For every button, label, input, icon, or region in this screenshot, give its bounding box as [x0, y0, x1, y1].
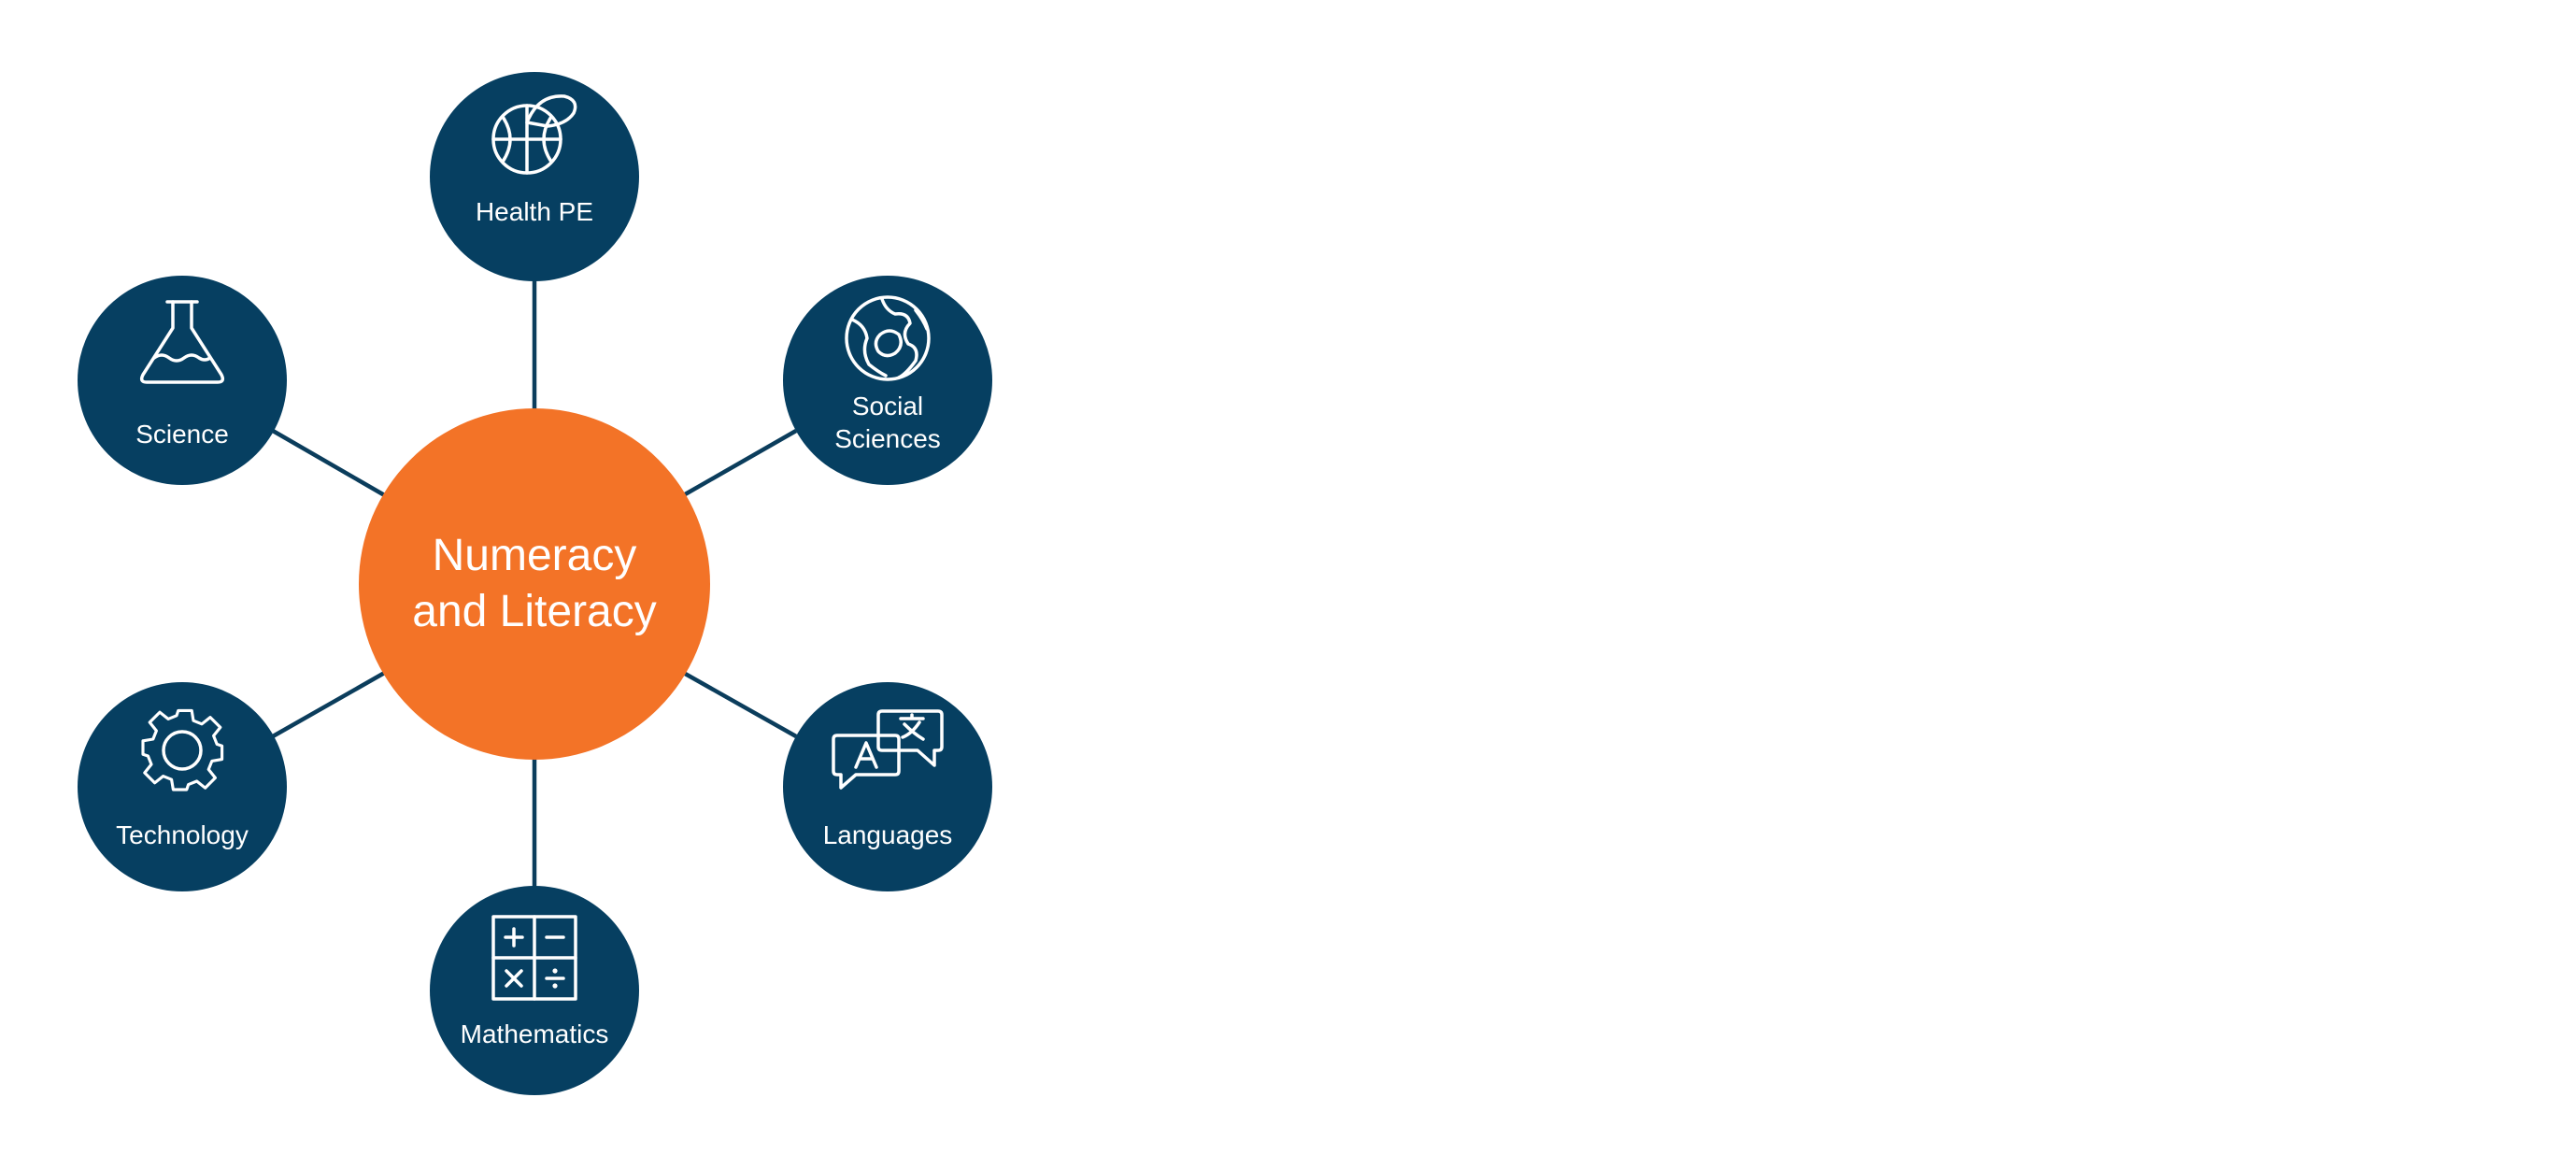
node-science: Science	[78, 276, 287, 485]
node-label: Technology	[116, 820, 249, 849]
translation-bubbles-icon	[832, 709, 944, 790]
hub-node: Numeracy and Literacy	[359, 408, 710, 760]
connector-social-sciences	[678, 429, 798, 499]
node-label-line-2: Sciences	[834, 424, 941, 453]
flask-icon	[139, 300, 225, 384]
node-label: Health PE	[476, 197, 593, 226]
node-technology: Technology	[78, 682, 287, 891]
node-label-line-1: Social	[852, 392, 923, 421]
hub-title-line-1: Numeracy	[433, 531, 637, 580]
node-label: Languages	[823, 820, 953, 849]
calculator-symbols-icon	[491, 915, 577, 1001]
node-languages: Languages	[783, 682, 992, 891]
connector-technology	[271, 669, 390, 738]
connector-science	[271, 429, 390, 499]
node-circle	[783, 682, 992, 891]
node-label: Mathematics	[461, 1019, 609, 1048]
node-circle	[430, 72, 639, 281]
hub-circle	[359, 408, 710, 760]
connector-languages	[678, 669, 798, 738]
node-circle	[78, 276, 287, 485]
gear-icon	[141, 708, 224, 791]
sports-ball-icon	[491, 94, 577, 175]
node-label: Science	[135, 420, 229, 449]
node-health-pe: Health PE	[430, 72, 639, 281]
node-mathematics: Mathematics	[430, 886, 639, 1095]
globe-icon	[845, 295, 931, 381]
node-circle	[78, 682, 287, 891]
node-social-sciences: Social Sciences	[783, 276, 992, 485]
connectors	[271, 280, 798, 888]
hub-title-line-2: and Literacy	[412, 587, 657, 636]
